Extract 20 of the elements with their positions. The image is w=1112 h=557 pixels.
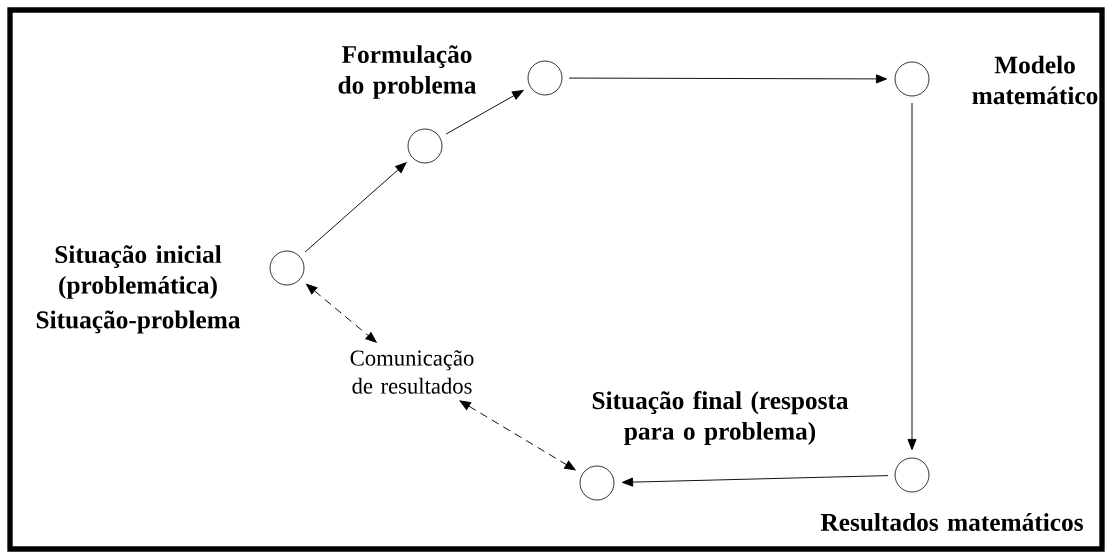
arrow xyxy=(568,74,888,84)
circle xyxy=(407,128,443,164)
circle xyxy=(269,250,305,286)
node-label: Situação-problema xyxy=(36,310,241,334)
node-label: Resultados matemáticos xyxy=(820,513,1083,531)
circle xyxy=(527,60,563,96)
node-label: Comunicação de resultados xyxy=(350,350,474,394)
arrow xyxy=(306,283,377,343)
arrow xyxy=(445,90,524,135)
circle xyxy=(579,465,615,501)
arrow xyxy=(459,400,576,471)
arrow xyxy=(304,162,407,253)
node-label: Situação inicial (problemática) xyxy=(55,245,222,299)
circle xyxy=(894,61,930,97)
node-label: Situação final (resposta para o problema) xyxy=(592,391,849,445)
arrow xyxy=(621,475,889,487)
arrow xyxy=(907,102,917,451)
node-label: Modelo matemático xyxy=(972,55,1098,105)
circle xyxy=(894,457,930,493)
label: Formulação do problema xyxy=(338,45,477,99)
